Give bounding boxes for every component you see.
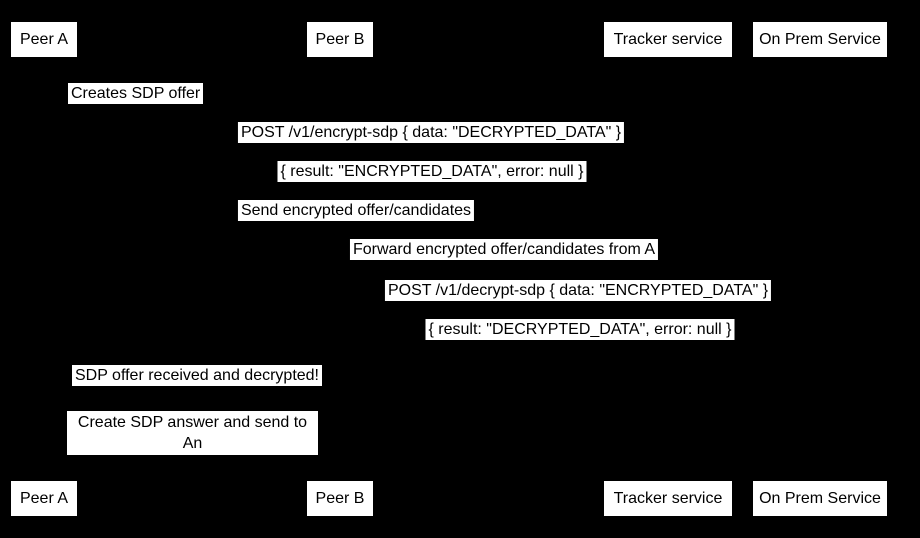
note-create-sdp-answer: Create SDP answer and send to An using t… bbox=[67, 411, 318, 473]
actor-peer-b-bottom: Peer B bbox=[307, 481, 373, 516]
message-decrypt-sdp-response: { result: "DECRYPTED_DATA", error: null … bbox=[425, 319, 735, 340]
message-decrypt-sdp-request: POST /v1/decrypt-sdp { data: "ENCRYPTED_… bbox=[384, 280, 772, 301]
message-forward-encrypted-offer: Forward encrypted offer/candidates from … bbox=[349, 239, 659, 260]
message-send-encrypted-offer: Send encrypted offer/candidates bbox=[237, 200, 475, 221]
actor-peer-b-top: Peer B bbox=[307, 22, 373, 57]
note-line-2: using the same mechanism bbox=[95, 456, 290, 473]
message-creates-sdp-offer: Creates SDP offer bbox=[68, 83, 204, 104]
message-encrypt-sdp-response: { result: "ENCRYPTED_DATA", error: null … bbox=[277, 161, 587, 182]
note-line-1: Create SDP answer and send to An bbox=[77, 414, 308, 452]
message-sdp-offer-received: SDP offer received and decrypted! bbox=[72, 365, 322, 386]
actor-peer-a-bottom: Peer A bbox=[11, 481, 77, 516]
message-encrypt-sdp-request: POST /v1/encrypt-sdp { data: "DECRYPTED_… bbox=[237, 122, 625, 143]
actor-tracker-service-bottom: Tracker service bbox=[604, 481, 732, 516]
actor-on-prem-service-bottom: On Prem Service bbox=[753, 481, 887, 516]
actor-on-prem-service-top: On Prem Service bbox=[753, 22, 887, 57]
actor-tracker-service-top: Tracker service bbox=[604, 22, 732, 57]
actor-peer-a-top: Peer A bbox=[11, 22, 77, 57]
